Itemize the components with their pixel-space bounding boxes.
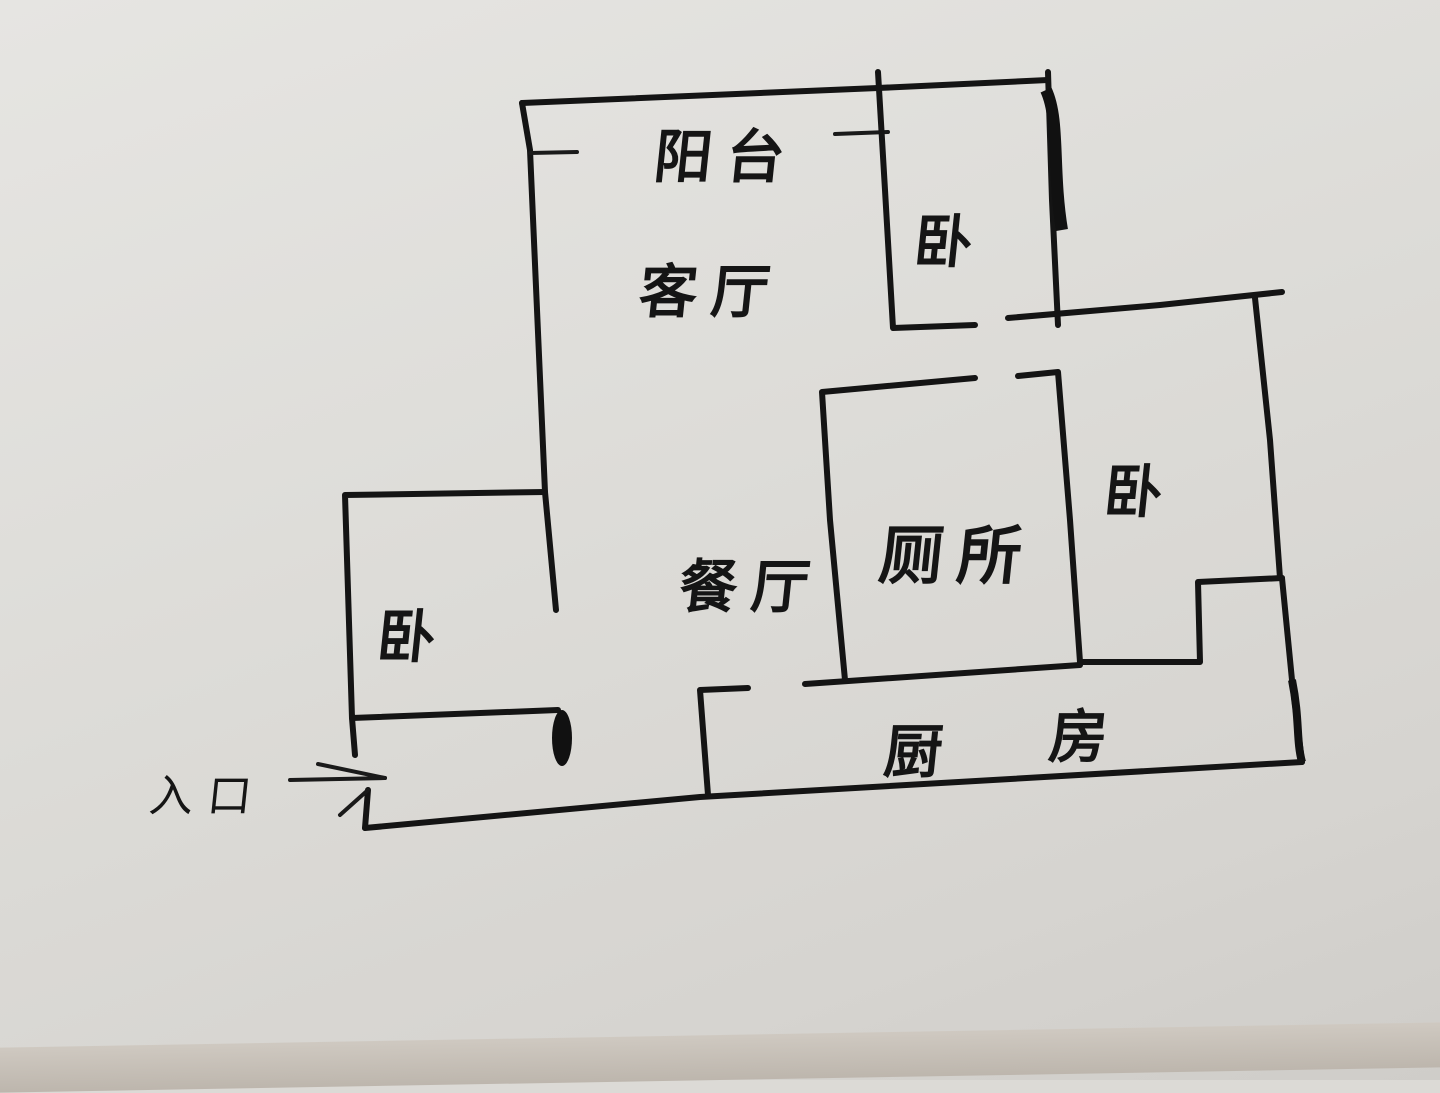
wall-left-bedroom-right — [542, 489, 559, 613]
wall-top-bedroom — [875, 69, 978, 331]
window-hatch — [1040, 87, 1068, 231]
wall-entry-left — [349, 715, 358, 758]
balcony-divider-left — [528, 150, 579, 155]
wall-entry-corner — [362, 787, 371, 831]
window-hatch — [1288, 679, 1306, 764]
wall-living-left — [519, 100, 548, 495]
room-label-bedroom-right: 卧 — [1100, 458, 1181, 526]
entrance-arrow-icon — [288, 762, 387, 817]
room-label-bedroom-top: 卧 — [910, 208, 991, 276]
room-label-balcony: 阳台 — [650, 123, 803, 191]
wall-toilet-right — [1015, 369, 1083, 665]
entrance-label: 入口 — [146, 771, 269, 822]
room-label-kitchen-1: 厨 — [880, 718, 961, 786]
room-label-toilet: 厕所 — [875, 519, 1040, 594]
room-label-dining-room: 餐厅 — [675, 553, 828, 621]
wall-kitchen-left — [697, 685, 751, 798]
room-label-living-room: 客厅 — [635, 258, 788, 326]
wall-right-bedroom-bottom — [1077, 575, 1285, 665]
room-label-bedroom-left: 卧 — [373, 603, 454, 671]
wall-toilet-bottom — [802, 662, 1083, 687]
door-post — [552, 710, 572, 766]
wall-bottom — [362, 759, 1305, 831]
wall-left-bedroom — [342, 489, 561, 721]
wall-right-bedroom-top — [1005, 289, 1285, 321]
wall-outer-top — [519, 77, 1051, 106]
wall-right-bedroom-right — [1252, 295, 1283, 581]
wall-toilet — [819, 375, 978, 683]
room-label-kitchen-2: 房 — [1045, 703, 1126, 771]
